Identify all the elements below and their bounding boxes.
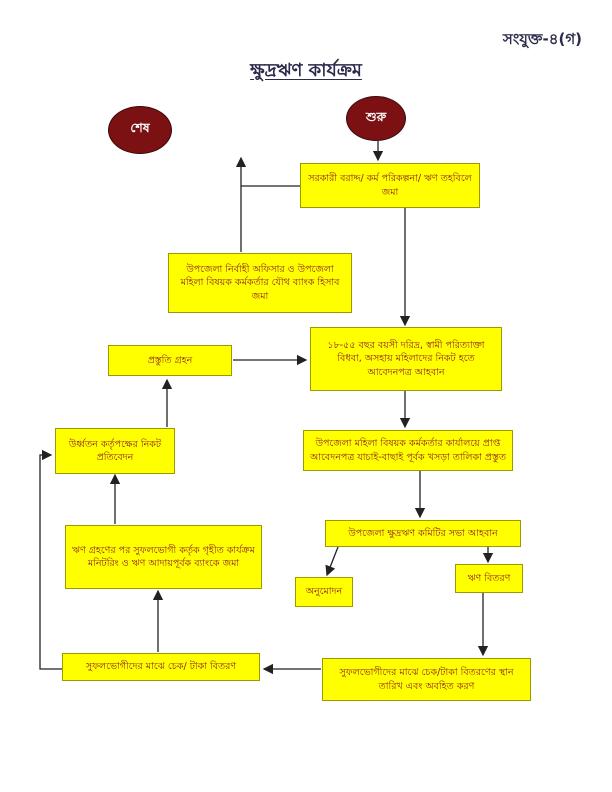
node-distribution-notice: সুফলভোগীদের মাঝে চেক/টাকা বিতরণের স্থান …	[322, 658, 531, 701]
node-preparation: প্রস্তুতি গ্রহন	[108, 345, 232, 376]
arrow-cheque-loop-to-report	[39, 449, 62, 670]
arrow-committee-to-approval	[325, 546, 339, 577]
node-govt-allocation: সরকারী বরাদ্দ/ কর্ম পরিকল্পনা/ ঋণ তহবিলে…	[300, 163, 480, 208]
node-monitoring: ঋণ গ্রহণের পর সুফলভোগী কর্তৃক গৃহীত কার্…	[65, 525, 262, 589]
end-terminal: শেষ	[108, 106, 172, 154]
node-application-call: ১৮-৫৫ বছর বয়সী দরিদ্র, স্বামী পরিত্যাক্…	[310, 327, 502, 391]
node-joint-bank-account: উপজেলা নির্বাহী অফিসার ও উপজেলা মহিলা বি…	[168, 253, 352, 313]
page-title: ক্ষুদ্রঋণ কার্যক্রম	[250, 60, 362, 81]
node-approval: অনুমোদন	[295, 577, 353, 607]
start-terminal: শুরু	[346, 96, 406, 141]
node-committee-meeting: উপজেলা ক্ষুদ্রঋণ কমিটির সভা আহবান	[325, 520, 521, 547]
node-report-to-authority: উর্ধ্বতন কর্তৃপক্ষের নিকট প্রতিবেদন	[55, 428, 175, 474]
node-loan-distribution: ঋণ বিতরণ	[455, 564, 523, 593]
attachment-label: সংযুক্ত-৪(গ)	[502, 30, 582, 48]
node-cheque-distribution: সুফলভোগীদের মাঝে চেক/ টাকা বিতরণ	[62, 653, 260, 681]
node-draft-list: উপজেলা মহিলা বিষয়ক কর্মকর্তার কার্যালয়…	[303, 430, 513, 471]
